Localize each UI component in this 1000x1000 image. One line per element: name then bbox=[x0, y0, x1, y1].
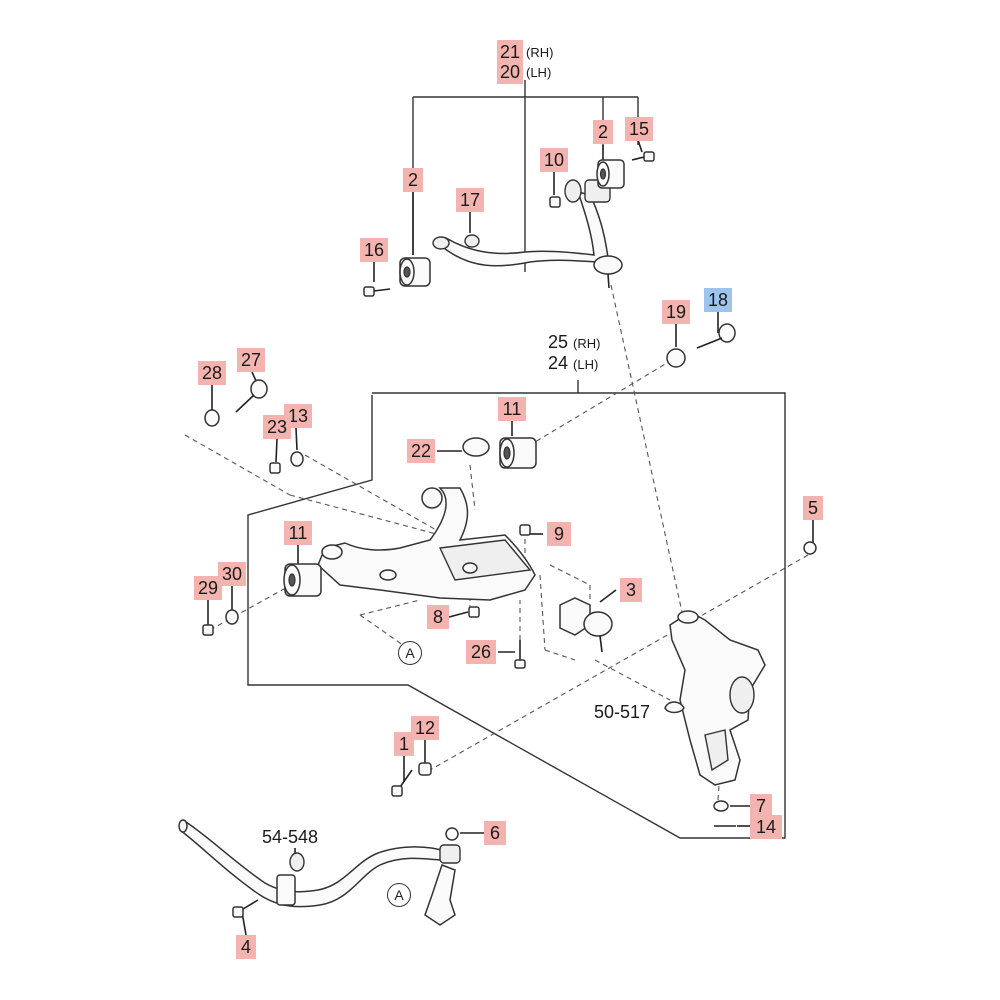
callout-7: 7 bbox=[750, 794, 772, 818]
detail-mark-a-lower-arm: A bbox=[398, 641, 422, 665]
callout-23: 23 bbox=[263, 415, 291, 439]
ref-stabilizer: 54-548 bbox=[262, 827, 319, 847]
callout-11-lower: 11 bbox=[284, 521, 312, 545]
callout-2-left: 2 bbox=[403, 168, 423, 192]
callout-26: 26 bbox=[466, 640, 496, 664]
callout-3: 3 bbox=[620, 578, 642, 602]
callout-2-right: 2 bbox=[593, 120, 613, 144]
callout-17: 17 bbox=[456, 188, 484, 212]
callout-14: 14 bbox=[750, 815, 782, 839]
callout-19: 19 bbox=[662, 300, 690, 324]
callout-16: 16 bbox=[360, 238, 388, 262]
callout-1: 1 bbox=[394, 732, 414, 756]
callout-28: 28 bbox=[198, 361, 226, 385]
steering-knuckle bbox=[664, 541, 817, 827]
upper-arm-fasteners bbox=[363, 151, 736, 368]
callout-5: 5 bbox=[803, 496, 823, 520]
detail-mark-a-stabilizer: A bbox=[387, 883, 411, 907]
callout-25: 25 (RH) bbox=[548, 332, 601, 352]
callout-22: 22 bbox=[407, 439, 435, 463]
lower-arm-frame bbox=[247, 380, 786, 839]
callout-20-side: (LH) bbox=[526, 65, 552, 80]
callout-27: 27 bbox=[237, 348, 265, 372]
stabilizer-bar bbox=[178, 819, 461, 926]
callout-20: 20 bbox=[497, 60, 523, 84]
callout-24: 24 (LH) bbox=[548, 353, 599, 373]
callout-4: 4 bbox=[236, 935, 256, 959]
callout-6: 6 bbox=[484, 821, 506, 845]
lower-control-arm bbox=[202, 379, 537, 669]
callout-9: 9 bbox=[547, 522, 571, 546]
callout-15: 15 bbox=[625, 117, 653, 141]
upper-control-arm bbox=[399, 159, 625, 289]
callout-10: 10 bbox=[540, 148, 568, 172]
callout-30: 30 bbox=[218, 562, 246, 586]
ball-joint bbox=[559, 597, 613, 653]
bolt-and-nut bbox=[391, 762, 432, 797]
leader-lines bbox=[207, 139, 814, 936]
callout-12: 12 bbox=[411, 716, 439, 740]
callout-18: 18 bbox=[704, 288, 732, 312]
callout-29: 29 bbox=[194, 576, 222, 600]
callout-11-upper: 11 bbox=[498, 397, 526, 421]
ref-knuckle: 50-517 bbox=[594, 702, 651, 722]
callout-8: 8 bbox=[427, 605, 449, 629]
callout-21-side: (RH) bbox=[526, 45, 554, 60]
